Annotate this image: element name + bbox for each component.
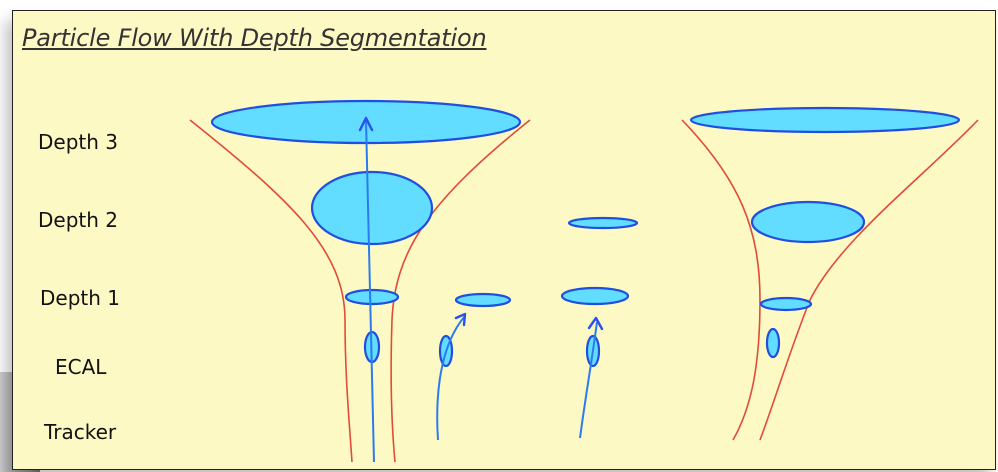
cluster-ecal-right (765, 327, 781, 359)
cluster-depth2-mid-right (567, 216, 639, 230)
cluster-depth1-right (759, 296, 813, 312)
row-label-depth-2: Depth 2 (38, 208, 118, 232)
track-mid-right (579, 321, 598, 439)
row-label-ecal: ECAL (55, 355, 107, 379)
track-mid-left-curved (436, 315, 466, 441)
cluster-depth1-mid-left (454, 292, 512, 308)
arrowhead-mid-right (587, 316, 604, 331)
cluster-depth3-right (689, 106, 961, 134)
left-shower-boundary-right (390, 119, 531, 463)
cluster-depth2-right (750, 200, 866, 244)
cluster-depth1-mid-right (560, 286, 630, 306)
track-left-straight (365, 119, 375, 463)
right-shower-boundary-right (759, 119, 979, 441)
cluster-depth1-left (344, 288, 400, 306)
cluster-depth2-left (310, 170, 434, 246)
diagram-title: Particle Flow With Depth Segmentation (22, 24, 487, 52)
row-label-depth-3: Depth 3 (38, 130, 118, 154)
right-shower-boundary-left (681, 119, 761, 441)
left-shower-boundary-left (189, 119, 353, 463)
row-label-depth-1: Depth 1 (40, 286, 120, 310)
arrowhead-mid-left (454, 312, 467, 327)
arrowhead-left-straight (358, 116, 374, 132)
row-label-tracker: Tracker (44, 420, 117, 444)
